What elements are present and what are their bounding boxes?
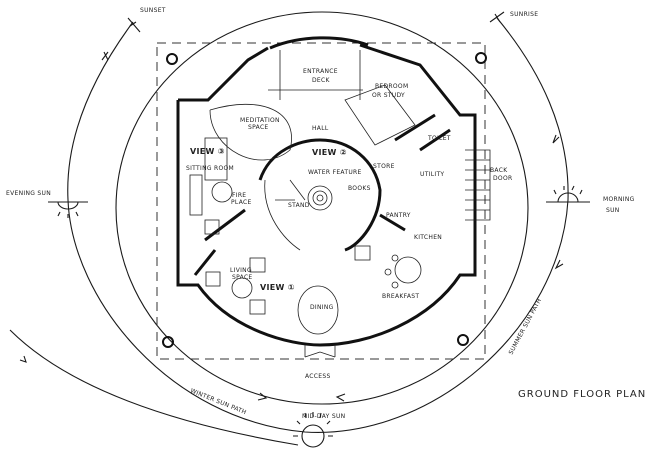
midday-sun-icon bbox=[293, 412, 333, 448]
label-access: ACCESS bbox=[305, 373, 331, 380]
label-evening-sun: EVENING SUN bbox=[6, 190, 51, 197]
label-bedroom-1: BEDROOM bbox=[375, 83, 408, 90]
furniture bbox=[189, 137, 422, 335]
label-kitchen: KITCHEN bbox=[414, 234, 442, 241]
label-hall: HALL bbox=[312, 125, 329, 132]
label-midday-sun: MID-DAY SUN bbox=[302, 413, 345, 420]
label-pantry: PANTRY bbox=[386, 212, 411, 219]
label-summer-sun-path: SUMMER SUN PATH bbox=[508, 297, 544, 356]
label-morning-sun-2: SUN bbox=[606, 207, 620, 214]
label-stand: STAND bbox=[288, 202, 310, 209]
label-store: STORE bbox=[373, 163, 395, 170]
label-view-1: VIEW ① bbox=[260, 283, 295, 292]
label-winter-sun-path: WINTER SUN PATH bbox=[189, 387, 247, 416]
label-bedroom-2: OR STUDY bbox=[372, 92, 405, 99]
label-back-1: BACK bbox=[490, 167, 508, 174]
label-fire-1: FIRE bbox=[232, 192, 246, 199]
label-meditation-1: MEDITATION bbox=[240, 117, 280, 124]
label-meditation-2: SPACE bbox=[248, 124, 269, 131]
site-circle bbox=[115, 11, 529, 405]
label-sitting-room: SITTING ROOM bbox=[186, 165, 234, 172]
label-breakfast: BREAKFAST bbox=[382, 293, 419, 300]
label-view-3: VIEW ③ bbox=[190, 147, 225, 156]
label-water-feature: WATER FEATURE bbox=[308, 169, 362, 176]
label-back-2: DOOR bbox=[493, 175, 512, 182]
building-walls bbox=[176, 36, 491, 358]
label-toilet: TOILET bbox=[427, 135, 451, 142]
sunset-marker bbox=[127, 17, 141, 33]
label-living-1: LIVING bbox=[230, 267, 252, 274]
label-fire-2: PLACE bbox=[231, 199, 252, 206]
label-entrance-2: DECK bbox=[312, 77, 331, 84]
label-books: BOOKS bbox=[348, 185, 371, 192]
label-dining: DINING bbox=[310, 304, 334, 311]
sun-path bbox=[9, 17, 569, 446]
plan-title: GROUND FLOOR PLAN 1:1 bbox=[518, 389, 649, 400]
morning-sun-icon bbox=[546, 185, 590, 203]
site-boundary bbox=[156, 42, 486, 360]
label-sunrise: SUNRISE bbox=[510, 11, 538, 18]
evening-sun-icon bbox=[48, 201, 88, 218]
label-sunset: SUNSET bbox=[140, 7, 166, 14]
label-entrance-1: ENTRANCE bbox=[303, 68, 338, 75]
label-living-2: SPACE bbox=[232, 274, 253, 281]
sunrise-marker bbox=[489, 11, 505, 23]
label-morning-sun-1: MORNING bbox=[603, 196, 635, 203]
label-utility: UTILITY bbox=[420, 171, 444, 178]
corner-posts bbox=[162, 52, 487, 348]
label-view-2: VIEW ② bbox=[312, 148, 347, 157]
